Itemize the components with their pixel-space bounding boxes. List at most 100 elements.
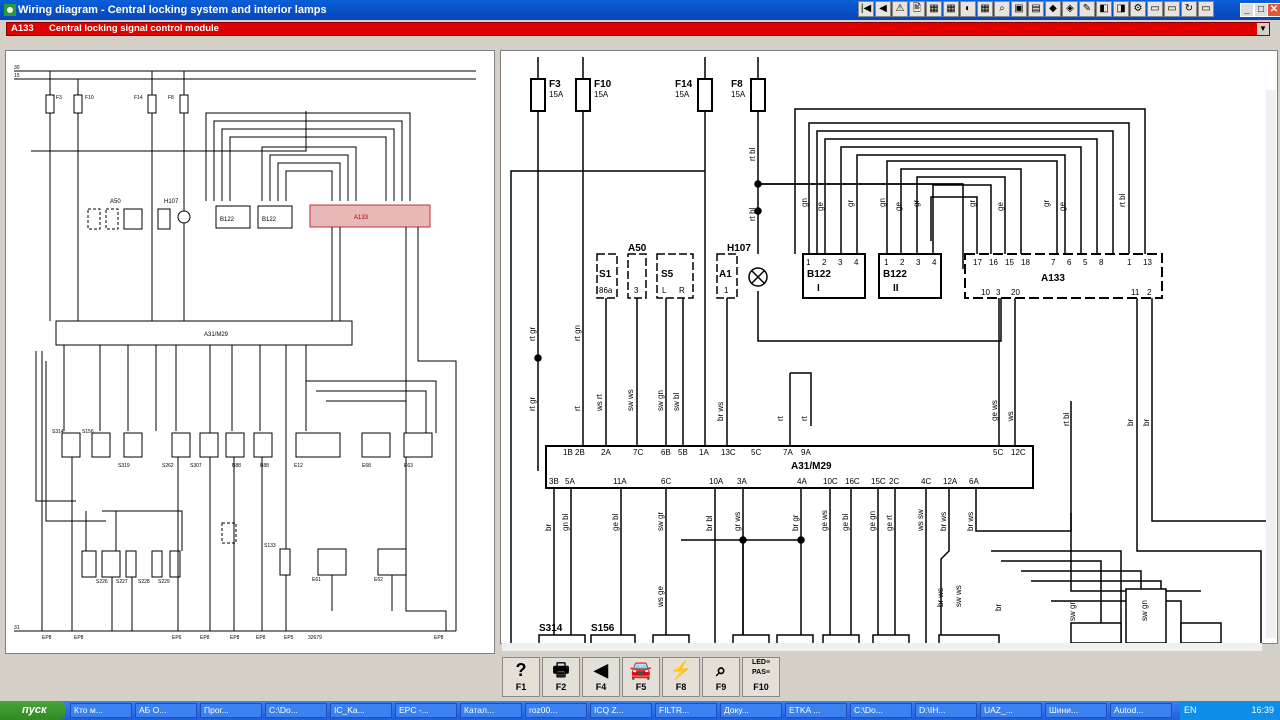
- minimize-button[interactable]: _: [1240, 3, 1254, 17]
- toolbar-tool-15-icon[interactable]: ◨: [1113, 1, 1129, 17]
- led-pas-icon: LED≡ PAS≡: [751, 659, 771, 676]
- wire-color-label: sw bl: [672, 393, 681, 411]
- maximize-button[interactable]: □: [1254, 3, 1268, 17]
- pin-label: 2: [900, 258, 905, 267]
- pin-label: 3A: [737, 477, 747, 486]
- wire-color-label: gr ws: [733, 512, 742, 531]
- toolbar-tool-12-icon[interactable]: ◈: [1062, 1, 1078, 17]
- toolbar-tool-5-icon[interactable]: ▦: [943, 1, 959, 17]
- wire-color-label: ge: [996, 202, 1005, 211]
- svg-text:F3: F3: [56, 95, 62, 101]
- wire-color-label: gn bl: [561, 513, 570, 531]
- fkey-f1-button[interactable]: ?F1: [502, 657, 540, 697]
- wire-color-label: sw ws: [626, 389, 635, 411]
- wire-color-label: br gr: [791, 514, 800, 531]
- switch-label: S314: [539, 623, 563, 634]
- wire-color-label: br: [1142, 419, 1151, 426]
- svg-text:B122: B122: [262, 217, 277, 223]
- toolbar-tool-16-icon[interactable]: ⚙: [1130, 1, 1146, 17]
- fkey-f10-button[interactable]: LED≡ PAS≡ F10: [742, 657, 780, 697]
- module-label: A133: [1041, 273, 1065, 284]
- wire-color-label: sw gn: [656, 390, 665, 411]
- wire-color-label: br: [544, 524, 553, 531]
- pin-label: 13C: [721, 448, 736, 457]
- pin-label: 4: [854, 258, 859, 267]
- taskbar-item[interactable]: Доку...: [720, 703, 782, 718]
- pin-label: 2B: [575, 448, 585, 457]
- toolbar-tool-10-icon[interactable]: ▤: [1028, 1, 1044, 17]
- wire-color-label: gr: [912, 200, 921, 207]
- taskbar-item[interactable]: Катал...: [460, 703, 522, 718]
- wire-color-label: gn: [800, 198, 809, 207]
- svg-text:E61: E61: [312, 577, 321, 583]
- taskbar-item[interactable]: D:\IН...: [915, 703, 977, 718]
- fkey-f2-button[interactable]: 🖶F2: [542, 657, 580, 697]
- pin-label: 5C: [751, 448, 761, 457]
- pin-label: 2: [1147, 288, 1152, 297]
- svg-text:E62: E62: [374, 577, 383, 583]
- toolbar-tool-1-icon[interactable]: ◀: [875, 1, 891, 17]
- toolbar-tool-3-icon[interactable]: 🖹: [909, 1, 925, 17]
- toolbar-tool-19-icon[interactable]: ↻: [1181, 1, 1197, 17]
- fkey-label: F2: [555, 682, 567, 692]
- taskbar-item[interactable]: EPC -...: [395, 703, 457, 718]
- taskbar-item[interactable]: C:\Do...: [850, 703, 912, 718]
- taskbar-item[interactable]: Шини...: [1045, 703, 1107, 718]
- fuse-rating: 15A: [594, 90, 609, 99]
- module-label: H107: [727, 243, 751, 254]
- module-label: A31/M29: [791, 461, 832, 472]
- svg-text:H107: H107: [164, 199, 179, 205]
- start-button[interactable]: пуск: [0, 701, 66, 720]
- toolbar-tool-14-icon[interactable]: ◧: [1096, 1, 1112, 17]
- fkey-f4-button[interactable]: ◀F4: [582, 657, 620, 697]
- fkey-f9-button[interactable]: ⌕F9: [702, 657, 740, 697]
- fkey-f5-button[interactable]: 🚘F5: [622, 657, 660, 697]
- taskbar-item[interactable]: АБ О...: [135, 703, 197, 718]
- taskbar-item[interactable]: Кто м...: [70, 703, 132, 718]
- toolbar-tool-13-icon[interactable]: ✎: [1079, 1, 1095, 17]
- toolbar-tool-6-icon[interactable]: ◐: [960, 1, 976, 17]
- language-indicator[interactable]: EN: [1184, 705, 1197, 715]
- taskbar-item[interactable]: C:\Do...: [265, 703, 327, 718]
- toolbar-tool-20-icon[interactable]: ▭: [1198, 1, 1214, 17]
- wire-color-label: sw ws: [954, 585, 963, 607]
- start-label: пуск: [22, 704, 47, 716]
- toolbar-tool-18-icon[interactable]: ▭: [1164, 1, 1180, 17]
- toolbar-tool-7-icon[interactable]: ▦: [977, 1, 993, 17]
- dropdown-arrow-icon[interactable]: ▼: [1257, 23, 1269, 35]
- car-icon: 🚘: [629, 660, 653, 680]
- taskbar-item[interactable]: ICQ Z...: [590, 703, 652, 718]
- toolbar-tool-0-icon[interactable]: |◀: [858, 1, 874, 17]
- svg-text:F8: F8: [168, 95, 174, 101]
- toolbar-tool-4-icon[interactable]: ▦: [926, 1, 942, 17]
- svg-text:S262: S262: [162, 463, 174, 469]
- wire-color-label: br: [994, 604, 1003, 611]
- toolbar-tool-9-icon[interactable]: ▣: [1011, 1, 1027, 17]
- toolbar-tool-2-icon[interactable]: ⚠: [892, 1, 908, 17]
- fkey-label: F1: [515, 682, 527, 692]
- taskbar-item[interactable]: Прог...: [200, 703, 262, 718]
- taskbar-item[interactable]: UAZ_...: [980, 703, 1042, 718]
- close-button[interactable]: ✕: [1267, 3, 1280, 17]
- pin-label: 5: [1083, 258, 1088, 267]
- taskbar-item[interactable]: ETKA ...: [785, 703, 847, 718]
- svg-text:32679: 32679: [308, 635, 322, 641]
- component-selector[interactable]: A133 Central locking signal control modu…: [6, 22, 1270, 36]
- horizontal-scrollbar[interactable]: [502, 643, 1262, 651]
- taskbar-item[interactable]: roz00...: [525, 703, 587, 718]
- fkey-label: F10: [753, 682, 769, 692]
- pin-label: 13: [1143, 258, 1152, 267]
- fkey-f8-button[interactable]: ⚡F8: [662, 657, 700, 697]
- taskbar-item[interactable]: FILTR...: [655, 703, 717, 718]
- wire-color-label: ws: [1006, 411, 1015, 422]
- module-label: B122: [883, 269, 907, 280]
- component-name: Central locking signal control module: [49, 23, 219, 34]
- toolbar-tool-11-icon[interactable]: ◆: [1045, 1, 1061, 17]
- toolbar-tool-8-icon[interactable]: ⌕: [994, 1, 1010, 17]
- taskbar-item[interactable]: IC_Ka...: [330, 703, 392, 718]
- taskbar-item[interactable]: Autod...: [1110, 703, 1172, 718]
- vertical-scrollbar[interactable]: [1266, 90, 1276, 638]
- toolbar-tool-17-icon[interactable]: ▭: [1147, 1, 1163, 17]
